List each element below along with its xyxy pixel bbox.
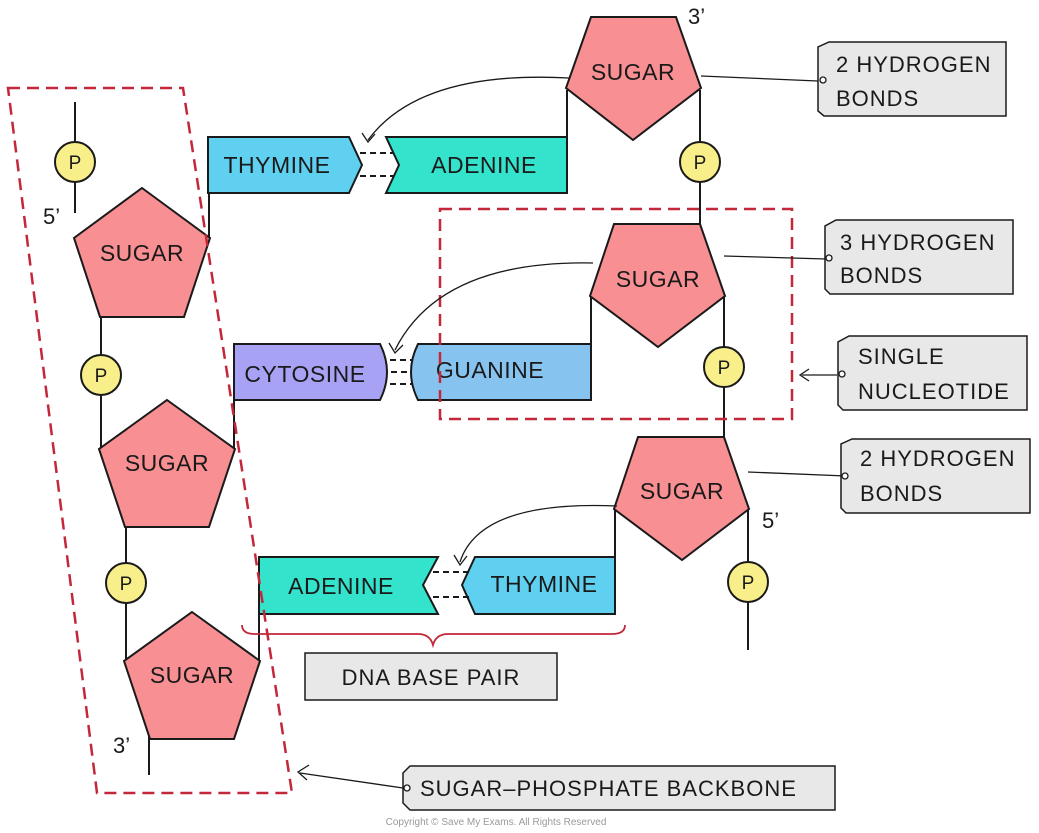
single-nucleotide-highlight-box [438, 207, 794, 421]
right-strand-5prime-label: 5’ [762, 508, 779, 533]
svg-text:P: P [95, 366, 108, 387]
base-thymine-2 [460, 556, 616, 615]
right-sugar-2: SUGAR [588, 223, 727, 349]
svg-text:SINGLE: SINGLE [858, 344, 945, 369]
left-phosphate-3: P [105, 562, 147, 604]
base-pair-3: ADENINE THYMINE [258, 556, 616, 615]
right-backbone-lines [566, 90, 749, 650]
callout-three-hydrogen-bonds: 3 HYDROGEN BONDS [824, 219, 1014, 295]
left-phosphate-1: P [54, 141, 96, 183]
base-thymine-2-label: THYMINE [491, 571, 598, 597]
right-sugar-1: SUGAR [564, 16, 703, 142]
svg-text:BONDS: BONDS [836, 86, 919, 111]
svg-text:3 HYDROGEN: 3 HYDROGEN [840, 230, 995, 255]
left-sugar-1: SUGAR [72, 186, 212, 318]
svg-text:2 HYDROGEN: 2 HYDROGEN [836, 52, 991, 77]
svg-text:BONDS: BONDS [860, 481, 943, 506]
svg-text:NUCLEOTIDE: NUCLEOTIDE [858, 379, 1010, 404]
left-sugar-2: SUGAR [97, 398, 237, 528]
base-guanine-label: GUANINE [436, 357, 544, 383]
svg-text:SUGAR: SUGAR [125, 450, 209, 476]
callout-single-nucleotide: SINGLE NUCLEOTIDE [837, 335, 1028, 411]
base-adenine-2-label: ADENINE [288, 573, 394, 599]
svg-text:P: P [69, 153, 82, 174]
base-cytosine-label: CYTOSINE [244, 361, 365, 387]
base-pair-brace [241, 624, 626, 649]
callout-dna-base-pair: DNA BASE PAIR [304, 652, 558, 701]
callout-backbone: SUGAR–PHOSPHATE BACKBONE [402, 765, 836, 811]
callout-two-hydrogen-bonds-2: 2 HYDROGEN BONDS [840, 438, 1031, 514]
left-strand-5prime-label: 5’ [43, 204, 60, 229]
base-thymine-1-label: THYMINE [224, 152, 331, 178]
callout-two-hydrogen-bonds-1: 2 HYDROGEN BONDS [817, 41, 1007, 117]
right-phosphate-1: P [679, 141, 721, 183]
svg-text:SUGAR: SUGAR [616, 266, 700, 292]
svg-text:DNA BASE PAIR: DNA BASE PAIR [342, 665, 521, 690]
svg-text:SUGAR: SUGAR [100, 240, 184, 266]
svg-text:SUGAR: SUGAR [150, 662, 234, 688]
left-phosphate-2: P [80, 354, 122, 396]
base-guanine [410, 343, 592, 401]
svg-text:P: P [718, 358, 731, 379]
base-pair-2: CYTOSINE GUANINE [233, 343, 592, 401]
svg-text:P: P [120, 574, 133, 595]
base-pair-1: THYMINE ADENINE [207, 136, 568, 194]
left-sugar-3: SUGAR [122, 610, 262, 740]
right-sugar-3: SUGAR [612, 436, 751, 562]
right-phosphate-3: P [727, 561, 769, 603]
svg-text:P: P [742, 573, 755, 594]
left-strand-3prime-label: 3’ [113, 733, 130, 758]
callout-arrows [296, 75, 847, 789]
svg-text:SUGAR–PHOSPHATE BACKBONE: SUGAR–PHOSPHATE BACKBONE [420, 776, 797, 801]
base-adenine-2 [258, 556, 440, 615]
base-thymine-1 [207, 136, 364, 194]
svg-text:SUGAR: SUGAR [640, 478, 724, 504]
svg-text:SUGAR: SUGAR [591, 59, 675, 85]
base-adenine-1 [384, 136, 568, 194]
right-strand-3prime-label: 3’ [688, 4, 705, 29]
backbone-highlight-box [6, 86, 294, 795]
copyright-notice: Copyright © Save My Exams. All Rights Re… [386, 817, 607, 828]
svg-text:2 HYDROGEN: 2 HYDROGEN [860, 446, 1015, 471]
base-adenine-1-label: ADENINE [431, 152, 537, 178]
base-cytosine [233, 343, 388, 401]
svg-text:P: P [694, 153, 707, 174]
right-phosphate-2: P [703, 346, 745, 388]
svg-text:BONDS: BONDS [840, 263, 923, 288]
